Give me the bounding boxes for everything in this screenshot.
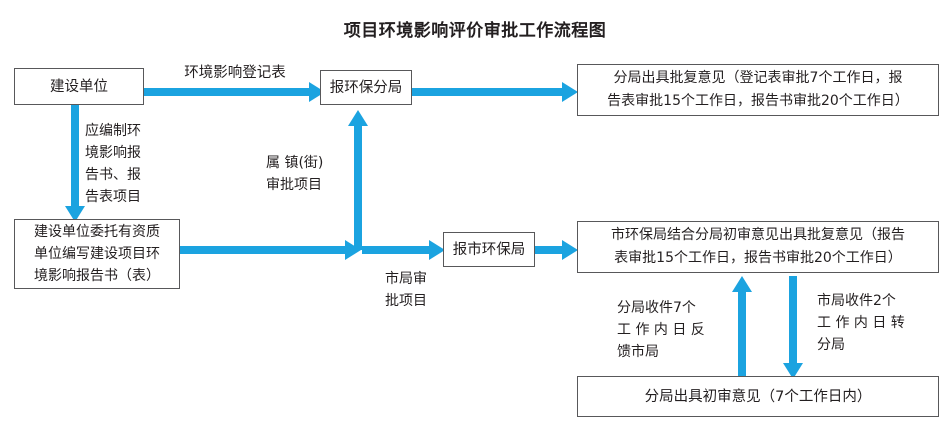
box-branch-preliminary-opinion[interactable]: 分局出具初审意见（7个工作日内） — [577, 376, 939, 417]
box-branch-reply-opinion[interactable]: 分局出具批复意见（登记表审批7个工作日，报 告表审批15个工作日，报告书审批20… — [577, 64, 939, 116]
arrow-junction-to-city-bureau — [362, 240, 445, 260]
arrow-preliminary-up-to-city-reply — [732, 276, 752, 379]
box-construction-unit[interactable]: 建设单位 — [14, 68, 144, 105]
page-title: 项目环境影响评价审批工作流程图 — [343, 21, 607, 41]
box-commission-qualified-unit-label: 建设单位委托有资质 单位编写建设项目环 境影响报告书（表） — [34, 224, 160, 284]
box-construction-unit-label: 建设单位 — [50, 78, 108, 95]
box-report-city-bureau[interactable]: 报市环保局 — [443, 232, 535, 267]
arrow-junction-up-to-branch — [348, 110, 368, 250]
arrow-commission-to-junction — [179, 240, 361, 260]
box-city-reply-opinion[interactable]: 市环保局结合分局初审意见出具批复意见（报告 表审批15个工作日，报告书审批20个… — [577, 221, 939, 273]
arrow-branch-to-branch-reply — [411, 82, 578, 102]
box-commission-qualified-unit[interactable]: 建设单位委托有资质 单位编写建设项目环 境影响报告书（表） — [14, 219, 180, 289]
arrow-construction-to-branch — [143, 82, 325, 102]
label-city-receive-transfer: 市局收件2个 工 作 内 日 转 分局 — [817, 293, 905, 353]
label-environmental-registration-form: 环境影响登记表 — [184, 65, 286, 81]
label-town-street-approval: 属 镇(街) 审批项目 — [266, 155, 324, 193]
box-branch-preliminary-opinion-label: 分局出具初审意见（7个工作日内） — [644, 388, 872, 405]
label-should-prepare-report: 应编制环 境影响报 告书、报 告表项目 — [85, 123, 141, 205]
box-report-city-bureau-label: 报市环保局 — [452, 241, 526, 258]
label-branch-receive-feedback: 分局收件7个 工 作 内 日 反 馈市局 — [617, 300, 705, 360]
arrow-city-bureau-to-city-reply — [534, 240, 578, 260]
box-branch-reply-opinion-label: 分局出具批复意见（登记表审批7个工作日，报 告表审批15个工作日，报告书审批20… — [607, 70, 909, 109]
box-report-branch-bureau[interactable]: 报环保分局 — [320, 70, 412, 105]
box-report-branch-bureau-label: 报环保分局 — [329, 79, 403, 96]
arrow-city-reply-down-to-preliminary — [783, 276, 803, 379]
box-city-reply-opinion-label: 市环保局结合分局初审意见出具批复意见（报告 表审批15个工作日，报告书审批20个… — [611, 227, 905, 266]
label-city-bureau-approval: 市局审 批项目 — [385, 271, 427, 309]
arrow-construction-to-commission — [65, 104, 85, 222]
